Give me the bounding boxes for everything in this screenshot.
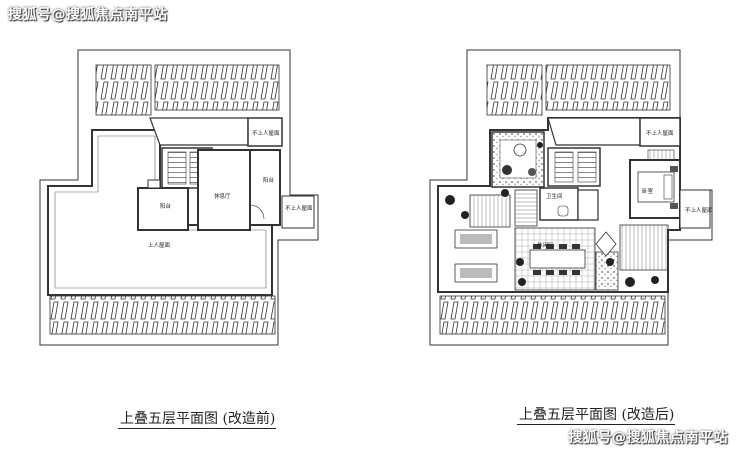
caption-after: 上叠五层平面图 (改造后) bbox=[519, 407, 675, 423]
label-bedroom: 卧室 bbox=[642, 187, 654, 195]
roof-tiles-top-right bbox=[154, 64, 280, 111]
watermark-top: 搜狐号@搜狐焦点南平站 bbox=[8, 7, 168, 23]
lounge-room bbox=[197, 149, 251, 231]
watermark-bottom: 搜狐号@搜狐焦点南平站 bbox=[568, 430, 728, 446]
roof-tiles-top-left-after bbox=[486, 64, 543, 116]
balcony-right bbox=[249, 149, 281, 226]
deck-right bbox=[619, 224, 669, 271]
plants bbox=[445, 142, 659, 287]
caption-underline-after bbox=[517, 424, 675, 425]
label-unused-roof-side-after: 不上人屋面 bbox=[685, 206, 713, 214]
unused-roof-side-after bbox=[679, 189, 711, 229]
balcony-left bbox=[137, 187, 189, 231]
caption-underline-before bbox=[118, 428, 276, 429]
label-unused-roof-top-after: 不上人屋面 bbox=[646, 129, 674, 137]
plan-before: 不上人屋面 阳台 阳台 休息厅 不上人屋面 上人屋面 bbox=[39, 49, 319, 346]
unused-roof-top bbox=[247, 117, 283, 147]
roof-tiles-bottom bbox=[49, 295, 276, 335]
label-roof-terrace: 上人屋面 bbox=[148, 241, 171, 249]
roof-tiles-top-left bbox=[95, 64, 152, 116]
label-bathroom: 卫生间 bbox=[546, 192, 563, 200]
label-balcony-left: 阳台 bbox=[160, 202, 172, 210]
roof-tiles-bottom-after bbox=[439, 295, 666, 335]
roof-tiles-top-right-after bbox=[545, 64, 671, 111]
unused-roof-side bbox=[281, 195, 315, 229]
label-unused-roof-top: 不上人屋面 bbox=[252, 129, 280, 137]
label-balcony-right: 阳台 bbox=[263, 176, 275, 184]
planter-pebble bbox=[595, 251, 619, 291]
deck-steps bbox=[514, 189, 538, 227]
label-unused-roof-side: 不上人屋面 bbox=[285, 204, 313, 212]
deck-left bbox=[469, 194, 511, 228]
label-lounge: 休息厅 bbox=[214, 192, 231, 200]
caption-before: 上叠五层平面图 (改造前) bbox=[120, 411, 276, 427]
unused-roof-top-after bbox=[639, 117, 681, 147]
plan-after: 不上人屋面 不上人屋面 卧室 卫生间 休闲区 bbox=[429, 49, 713, 346]
floor-plans: 不上人屋面 阳台 阳台 休息厅 不上人屋面 上人屋面 bbox=[39, 49, 713, 346]
label-lounge-after: 休闲区 bbox=[537, 241, 554, 249]
roof-band bbox=[149, 117, 249, 146]
dining-table bbox=[529, 249, 586, 269]
